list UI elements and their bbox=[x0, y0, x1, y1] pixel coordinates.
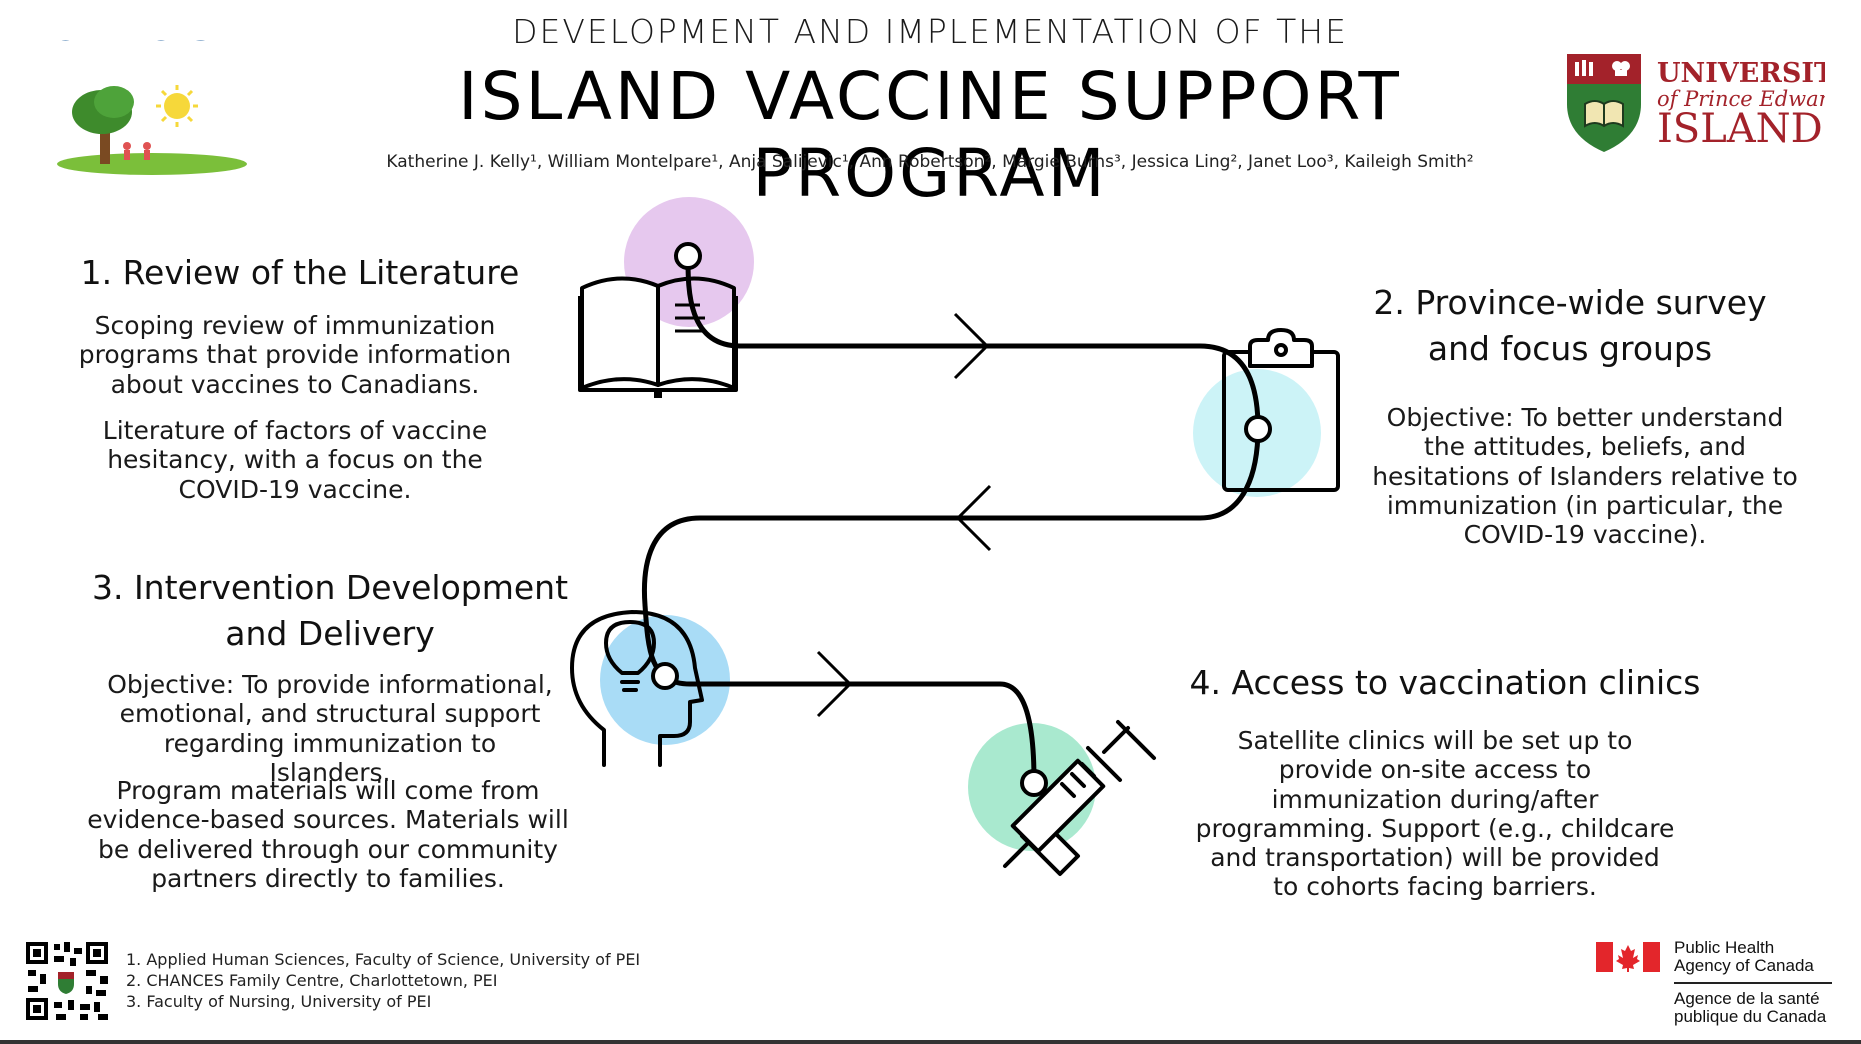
phac-fr-line1: Agence de la santé bbox=[1674, 989, 1820, 1008]
affiliation-2: 2. CHANCES Family Centre, Charlottetown,… bbox=[126, 971, 498, 990]
head-lightbulb-icon bbox=[570, 610, 704, 767]
section-1-paragraph-2: Literature of factors of vaccine hesitan… bbox=[102, 416, 488, 504]
direction-arrow-left bbox=[955, 484, 992, 552]
section-2-title-line1: 2. Province-wide survey bbox=[1373, 283, 1767, 322]
upei-line3: ISLAND bbox=[1657, 106, 1823, 152]
chances-logo-text: CHANCES bbox=[52, 40, 212, 48]
page-title: ISLAND VACCINE SUPPORT PROGRAM bbox=[458, 58, 1402, 212]
book-icon bbox=[578, 276, 738, 398]
section-3-title-line1: 3. Intervention Development bbox=[91, 568, 569, 607]
upei-line1: UNIVERSITY bbox=[1657, 58, 1825, 89]
section-2-title: 2. Province-wide survey and focus groups bbox=[1350, 280, 1790, 372]
direction-arrow-right-2 bbox=[816, 650, 853, 718]
affiliations: 1. Applied Human Sciences, Faculty of Sc… bbox=[126, 949, 640, 1012]
chances-logo: CHANCES bbox=[52, 40, 247, 175]
section-4-paragraph-1: Satellite clinics will be set up to prov… bbox=[1195, 726, 1675, 902]
authors: Katherine J. Kelly¹, William Montelpare¹… bbox=[386, 152, 1474, 172]
section-3-title-line2: and Delivery bbox=[225, 614, 435, 654]
section-3-paragraph-2: Program materials will come from evidenc… bbox=[87, 776, 569, 893]
path-node-start bbox=[674, 242, 702, 270]
super-title: DEVELOPMENT AND IMPLEMENTATION OF THE bbox=[512, 12, 1348, 51]
canada-flag-icon bbox=[1596, 942, 1660, 972]
upei-line2: of Prince Edward bbox=[1657, 87, 1825, 111]
section-4-title: 4. Access to vaccination clinics bbox=[1189, 663, 1701, 702]
phac-fr-line2: publique du Canada bbox=[1674, 1007, 1827, 1026]
upei-logo: UNIVERSITY of Prince Edward ISLAND bbox=[1567, 54, 1825, 152]
section-1-paragraph-1: Scoping review of immunization programs … bbox=[78, 311, 512, 399]
path-node-2 bbox=[1244, 415, 1272, 443]
flow-path bbox=[641, 255, 1261, 783]
section-1-title: 1. Review of the Literature bbox=[80, 253, 520, 292]
affiliation-1: 1. Applied Human Sciences, Faculty of Sc… bbox=[126, 950, 641, 969]
clipboard-icon bbox=[1222, 328, 1340, 492]
section-2-paragraph-1: Objective: To better understand the atti… bbox=[1372, 403, 1798, 549]
path-node-end bbox=[1020, 769, 1048, 797]
syringe-icon bbox=[1003, 720, 1156, 876]
section-3-title: 3. Intervention Development and Delivery bbox=[90, 565, 570, 657]
phac-english: Public Health Agency of Canada bbox=[1674, 939, 1814, 975]
phac-divider bbox=[1674, 982, 1832, 984]
phac-en-line2: Agency of Canada bbox=[1674, 956, 1814, 975]
section-2-title-line2: and focus groups bbox=[1427, 329, 1713, 369]
qr-code bbox=[24, 940, 110, 1022]
phac-french: Agence de la santé publique du Canada bbox=[1674, 990, 1826, 1026]
bottom-border bbox=[0, 1040, 1861, 1044]
affiliation-3: 3. Faculty of Nursing, University of PEI bbox=[126, 992, 432, 1011]
path-node-3 bbox=[651, 662, 679, 690]
phac-en-line1: Public Health bbox=[1674, 938, 1775, 957]
section-3-paragraph-1: Objective: To provide informational, emo… bbox=[107, 670, 553, 787]
direction-arrow-right-1 bbox=[953, 312, 990, 380]
